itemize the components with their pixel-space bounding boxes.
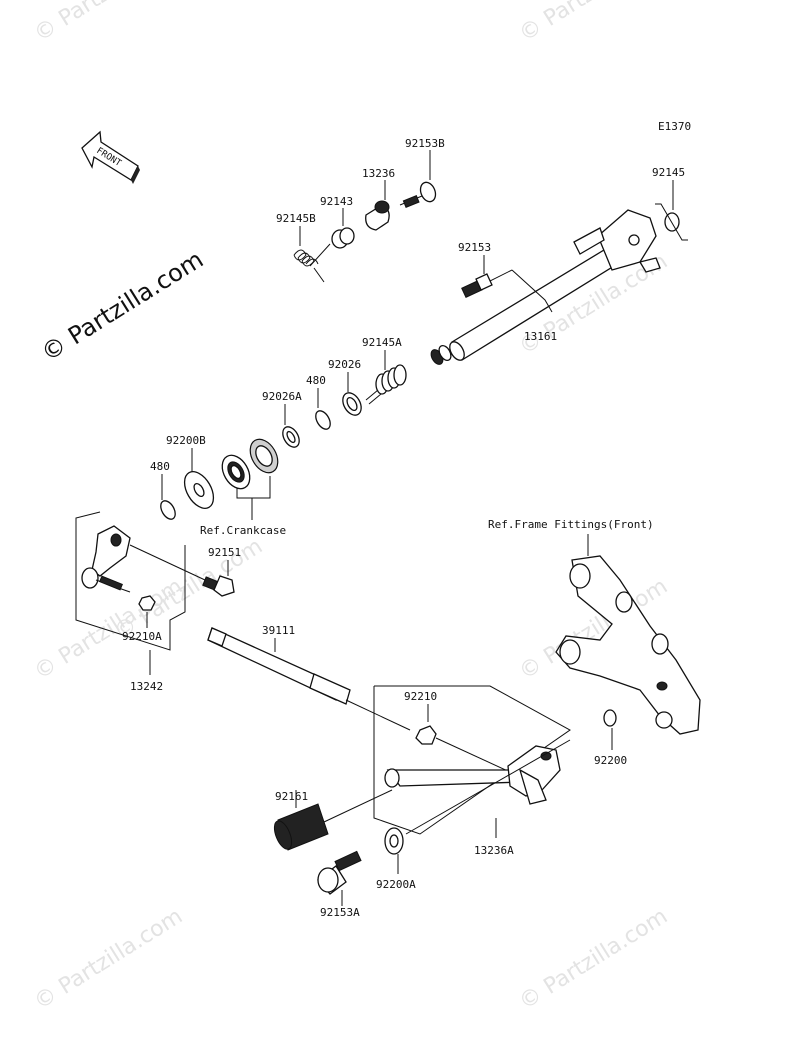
collar-92143 bbox=[331, 208, 355, 249]
label-ref-frame: Ref.Frame Fittings(Front) bbox=[488, 518, 654, 531]
front-arrow-icon: FRONT bbox=[81, 130, 140, 184]
pedal-rubber-92161 bbox=[273, 789, 393, 851]
spring-92145B bbox=[293, 226, 331, 283]
frame-fitting bbox=[555, 534, 701, 735]
label-92145: 92145 bbox=[652, 166, 685, 179]
bolt-92151 bbox=[202, 560, 235, 597]
watermark: © Partzilla.com bbox=[110, 534, 267, 645]
nut-92210A bbox=[138, 595, 156, 628]
label-480-top: 480 bbox=[306, 374, 326, 387]
shift-lever-13236 bbox=[365, 180, 390, 231]
washer-92200 bbox=[603, 709, 617, 750]
label-92143: 92143 bbox=[320, 195, 353, 208]
nut-92210 bbox=[415, 704, 511, 773]
washer-92026 bbox=[342, 372, 362, 416]
label-92161: 92161 bbox=[275, 790, 308, 803]
label-92151: 92151 bbox=[208, 546, 241, 559]
bolt-92153A bbox=[317, 850, 362, 906]
label-13242: 13242 bbox=[130, 680, 163, 693]
label-13236A: 13236A bbox=[474, 844, 514, 857]
label-480-lower: 480 bbox=[150, 460, 170, 473]
washer-92200A bbox=[384, 739, 571, 874]
washer-92200B bbox=[183, 448, 215, 509]
watermark: © Partzilla.com bbox=[30, 904, 187, 1015]
spring-92145A bbox=[365, 350, 407, 405]
circlip-92145 bbox=[655, 180, 688, 241]
label-92145B: 92145B bbox=[276, 212, 316, 225]
label-92145A: 92145A bbox=[362, 336, 402, 349]
label-92200A: 92200A bbox=[376, 878, 416, 891]
watermark-main: © Partzilla.com bbox=[36, 245, 208, 367]
label-92026: 92026 bbox=[328, 358, 361, 371]
oil-seal bbox=[221, 454, 251, 490]
label-13161: 13161 bbox=[524, 330, 557, 343]
box-13242 bbox=[75, 511, 186, 651]
label-92200B: 92200B bbox=[166, 434, 206, 447]
watermark: © Partzilla.com bbox=[515, 0, 672, 47]
tie-rod-39111 bbox=[207, 627, 411, 731]
label-ref-crankcase: Ref.Crankcase bbox=[200, 524, 286, 537]
circlip-480-lower bbox=[160, 474, 176, 520]
washer-92026A bbox=[282, 404, 300, 448]
watermark: © Partzilla.com bbox=[515, 904, 672, 1015]
label-39111: 39111 bbox=[262, 624, 295, 637]
label-92200: 92200 bbox=[594, 754, 627, 767]
label-92210: 92210 bbox=[404, 690, 437, 703]
label-92153B: 92153B bbox=[405, 137, 445, 150]
label-92026A: 92026A bbox=[262, 390, 302, 403]
label-92210A: 92210A bbox=[122, 630, 162, 643]
bolt-92153B bbox=[399, 150, 437, 208]
diagram-code: E1370 bbox=[658, 120, 691, 133]
shift-shaft-13161 bbox=[430, 209, 661, 365]
watermark: © Partzilla.com bbox=[30, 0, 187, 47]
label-92153A: 92153A bbox=[320, 906, 360, 919]
label-13236: 13236 bbox=[362, 167, 395, 180]
label-92153: 92153 bbox=[458, 241, 491, 254]
tie-rod-bolt bbox=[95, 575, 131, 593]
circlip-480-top bbox=[315, 388, 331, 430]
bolt-92153 bbox=[461, 255, 493, 298]
shift-pedal bbox=[384, 745, 561, 805]
needle-bearing bbox=[249, 438, 279, 474]
crankcase-bracket bbox=[236, 476, 271, 499]
shift-arm-13242 bbox=[81, 525, 131, 589]
